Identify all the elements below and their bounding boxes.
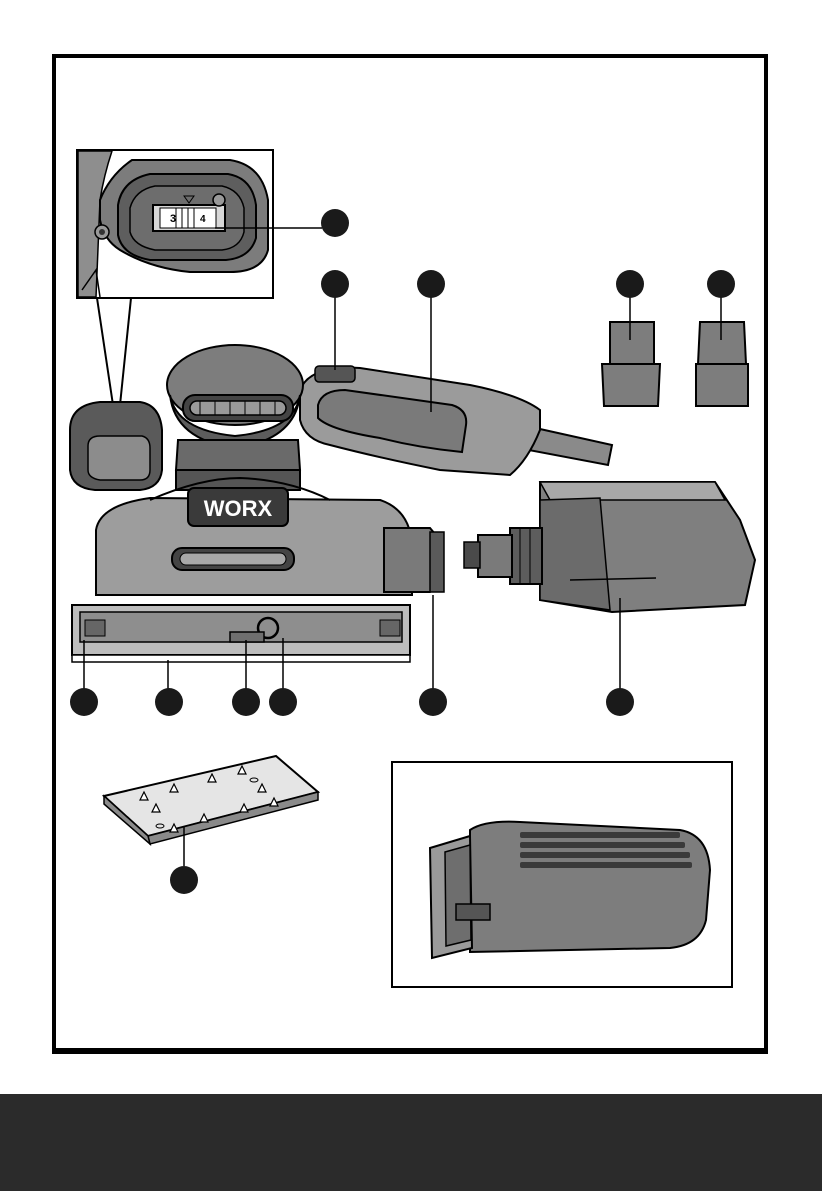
zoom-line-right [120, 298, 131, 405]
dial-digit-3: 3 [170, 213, 176, 225]
callout-marker [419, 688, 447, 716]
callout-marker [269, 688, 297, 716]
adapter-left [602, 322, 660, 406]
dust-box [464, 482, 755, 690]
sander-body: WORX [70, 345, 612, 690]
callout-marker [417, 270, 445, 298]
callout-marker [616, 270, 644, 298]
zoom-line-left [97, 298, 113, 405]
callout-marker [170, 866, 198, 894]
perforation-plate [104, 756, 318, 866]
adapter-right [696, 322, 748, 406]
dial-digit-4: 4 [200, 214, 206, 225]
callout-marker [321, 270, 349, 298]
callout-marker [321, 209, 349, 237]
callout-marker [232, 688, 260, 716]
callout-marker [155, 688, 183, 716]
brand-logo-text: WORX [204, 496, 273, 521]
callout-marker [70, 688, 98, 716]
page-footer-bar [0, 1094, 822, 1191]
filter-inset [392, 762, 732, 987]
callout-marker [606, 688, 634, 716]
callout-marker [707, 270, 735, 298]
